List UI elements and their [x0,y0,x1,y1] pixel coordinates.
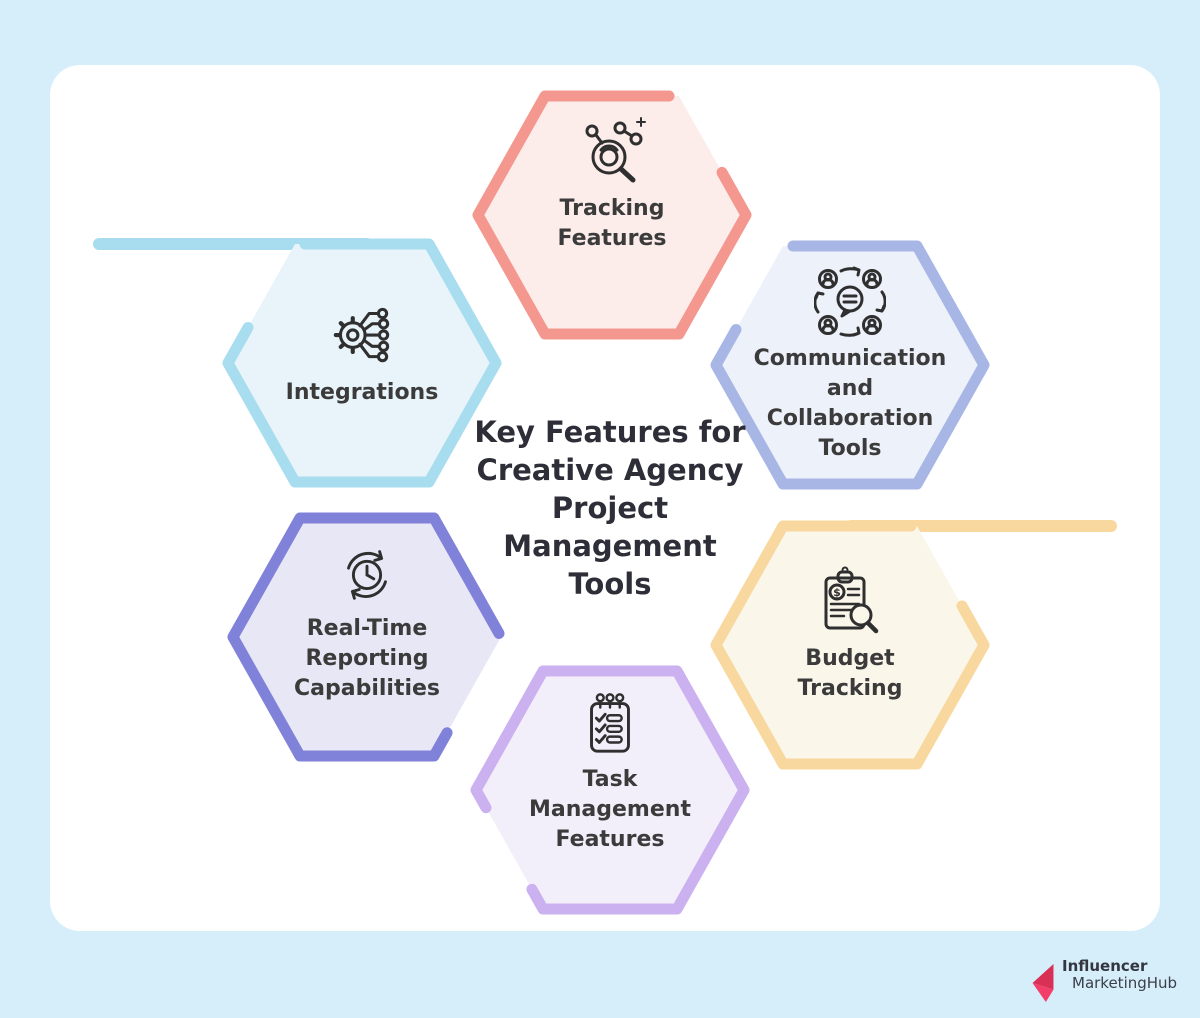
budget-clipboard-magnifier-icon: $ [824,566,879,634]
hexagon-communication-collaboration: Communication and Collaboration Tools [710,240,990,490]
hexagon-task-management: Task Management Features [470,665,750,915]
hexagon-realtime-reporting: Real-Time Reporting Capabilities [227,512,507,762]
page-title: Key Features for Creative Agency Project… [474,415,746,601]
brand-logo: Influencer MarketingHub [1030,958,1177,1003]
magnifier-network-icon [585,117,646,183]
checklist-notepad-icon [590,693,630,753]
influencer-marketinghub-logo-icon [1032,963,1054,1003]
gear-circuit-icon [333,307,390,363]
svg-text:$: $ [833,586,841,599]
users-chat-sync-icon [814,266,886,337]
brand-name-bottom: MarketingHub [1072,974,1178,992]
hexagon-label: Budget Tracking [797,646,903,701]
hexagon-integrations: Integrations [222,238,502,488]
hexagon-tracking-features: Tracking Features [472,90,752,340]
brand-name-top: Influencer [1062,957,1148,975]
clock-sync-icon [347,550,387,600]
hexagon-label: Integrations [285,380,439,405]
hexagon-label: Communication and Collaboration Tools [753,346,947,461]
hexagon-label: Tracking Features [557,196,667,251]
hexagon-label: Task Management Features [529,767,691,852]
hexagon-budget-tracking: $ Budget Tracking [710,520,990,770]
hexagon-label: Real-Time Reporting Capabilities [293,616,441,701]
